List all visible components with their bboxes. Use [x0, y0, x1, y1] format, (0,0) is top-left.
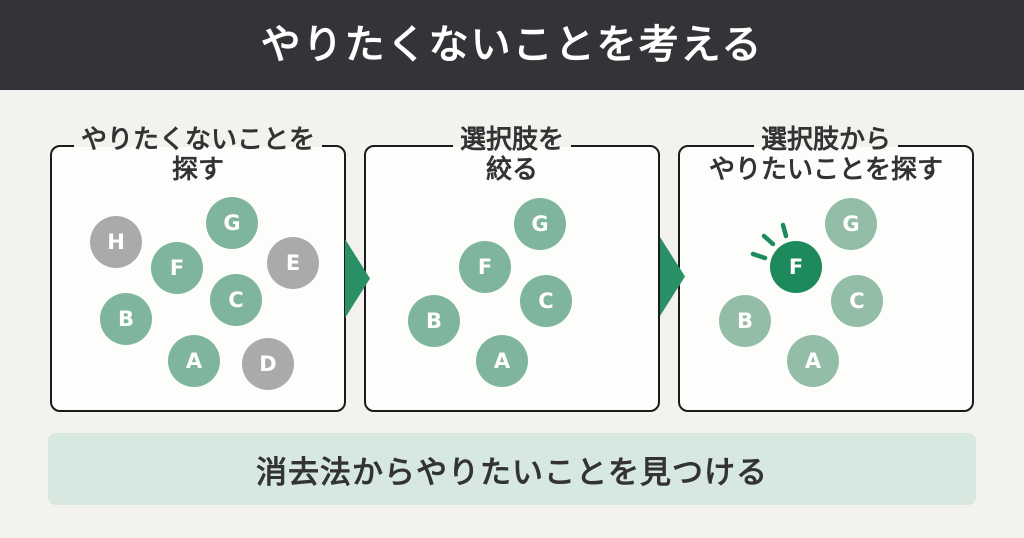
option-circle-label: A	[804, 348, 822, 373]
page-title: やりたくないことを考える	[260, 22, 764, 68]
option-circle: H	[90, 216, 142, 268]
panel-title: やりたくないことを 探す	[52, 125, 344, 185]
option-circle: C	[210, 274, 262, 326]
option-circle-label: G	[842, 211, 860, 236]
option-circle-label: F	[477, 254, 493, 279]
emphasis-sparkle-icon	[750, 222, 789, 261]
conclusion-text: 消去法からやりたいことを見つける	[256, 454, 768, 491]
option-circle: A	[168, 335, 220, 387]
option-circle: A	[476, 335, 528, 387]
option-circle: C	[831, 275, 883, 327]
option-circle: B	[408, 295, 460, 347]
header-banner: やりたくないことを考える	[0, 0, 1024, 90]
option-circle: G	[825, 198, 877, 250]
option-circle: F	[151, 242, 203, 294]
option-circle: C	[520, 275, 572, 327]
option-circle-label: B	[117, 306, 134, 331]
option-circle-label: G	[223, 210, 241, 235]
panel-title-line2: 探す	[171, 155, 224, 185]
panel-title-line1: やりたくないことを	[73, 125, 322, 155]
option-circle-selected: F	[770, 241, 822, 293]
panel-title: 選択肢から やりたいことを探す	[680, 125, 972, 185]
conclusion-banner: 消去法からやりたいことを見つける	[48, 433, 976, 505]
option-circle: G	[206, 197, 258, 249]
option-circle-label: A	[493, 348, 511, 373]
option-circle: D	[242, 338, 294, 390]
arrow-right-icon	[345, 239, 370, 318]
panel-title-line2: 絞る	[485, 155, 538, 185]
option-circle-label: E	[285, 250, 301, 275]
option-circle-label: B	[736, 308, 753, 333]
option-circle: G	[514, 198, 566, 250]
option-circle-label: B	[425, 308, 442, 333]
option-circle-label: G	[531, 211, 549, 236]
option-circle: F	[459, 241, 511, 293]
option-circle-label: H	[107, 229, 125, 254]
panel-title-line1: 選択肢から	[753, 125, 898, 155]
option-circle-label: F	[169, 255, 185, 280]
panel-title: 選択肢を 絞る	[366, 125, 658, 185]
panel-title-line2: やりたいことを探す	[708, 155, 943, 185]
arrow-right-icon	[660, 237, 685, 316]
option-circle: B	[100, 293, 152, 345]
option-circle-label: C	[849, 288, 865, 313]
option-circle-label: F	[788, 254, 804, 279]
panel-find-dislikes: やりたくないことを 探す H G F E C B A D	[50, 125, 346, 412]
option-circle-label: C	[228, 287, 244, 312]
option-circle: B	[719, 295, 771, 347]
panel-title-line1: 選択肢を	[452, 125, 571, 155]
panel-narrow-options: 選択肢を 絞る G F C B A	[364, 125, 660, 412]
panel-pick-favorite: 選択肢から やりたいことを探す G F C B A	[678, 125, 974, 412]
option-circle-label: D	[259, 351, 277, 376]
option-circle: E	[267, 237, 319, 289]
option-circle-label: A	[185, 348, 203, 373]
option-circle: A	[787, 335, 839, 387]
option-circle-label: C	[538, 288, 554, 313]
